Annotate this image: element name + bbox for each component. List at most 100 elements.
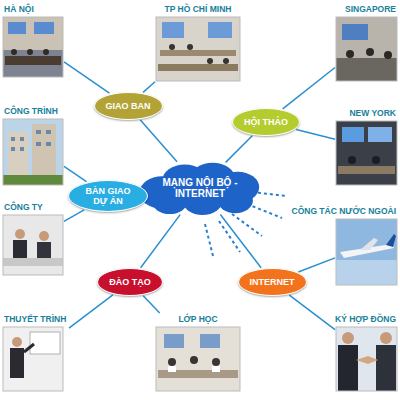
- office-photo: [37, 242, 51, 258]
- photo-panel: SINGAPORE: [336, 4, 396, 82]
- conference-hall-photo: [187, 44, 193, 50]
- presentation-photo: [30, 332, 60, 354]
- office-photo: [13, 240, 27, 258]
- airplane-photo: [336, 219, 397, 285]
- construction-photo: [11, 137, 15, 141]
- seminar-photo: [336, 58, 397, 81]
- video-conference-photo: [336, 121, 397, 185]
- construction-photo: [36, 130, 41, 134]
- photo-label: NEW YORK: [349, 108, 396, 119]
- presentation-photo: [3, 327, 63, 391]
- classroom-photo: [164, 334, 184, 348]
- airplane-photo: [360, 238, 378, 250]
- classroom-photo: [200, 334, 220, 348]
- topic-oval: HỘI THẢO: [232, 108, 300, 136]
- construction-photo: [46, 142, 51, 146]
- connector-line: [283, 67, 335, 108]
- photo-panel: CÔNG TÁC NƯỚC NGOÀI: [336, 206, 396, 286]
- network-cloud: MẠNG NỘI BỘ - INTERNET: [137, 161, 263, 215]
- handshake-photo: [336, 327, 397, 391]
- meeting-room-photo: [11, 49, 17, 55]
- conference-hall-photo: [162, 22, 184, 38]
- airplane-photo: [336, 260, 397, 285]
- connector-line: [140, 120, 177, 162]
- construction-photo: [46, 130, 51, 134]
- network-label: MẠNG NỘI BỘ - INTERNET: [155, 177, 245, 199]
- presentation-photo: [24, 344, 34, 352]
- handshake-photo: [338, 345, 358, 391]
- meeting-room-photo: [43, 49, 49, 55]
- construction-photo: [3, 175, 63, 185]
- video-conference-photo: [338, 166, 395, 174]
- office-photo: [3, 258, 63, 266]
- cloud-rays: [232, 214, 262, 236]
- handshake-photo: [356, 356, 378, 364]
- photo-label: HÀ NỘI: [4, 4, 34, 15]
- seminar-photo: [342, 24, 368, 40]
- connector-line: [143, 296, 159, 313]
- photo-panel: LỚP HỌC: [156, 314, 240, 392]
- classroom-photo: [212, 366, 220, 372]
- video-conference-photo: [348, 156, 356, 164]
- photo-label: THUYẾT TRÌNH: [4, 314, 66, 325]
- connector-line: [220, 215, 261, 268]
- topic-oval: GIAO BAN: [94, 92, 163, 120]
- topic-label: BÀN GIAO DỰ ÁN: [80, 186, 136, 206]
- seminar-photo: [384, 51, 392, 59]
- presentation-photo: [12, 337, 22, 347]
- construction-photo: [20, 147, 24, 151]
- cloud-rays: [247, 204, 282, 218]
- connector-line: [69, 295, 113, 328]
- connector-line: [64, 62, 109, 93]
- topic-oval: BÀN GIAO DỰ ÁN: [68, 180, 148, 212]
- meeting-room-photo: [5, 56, 61, 65]
- conference-hall-photo: [208, 22, 232, 38]
- cloud-rays: [205, 224, 213, 256]
- meeting-room-photo: [3, 17, 63, 77]
- handshake-photo: [336, 327, 397, 391]
- office-photo: [3, 215, 63, 275]
- photo-panel: THUYẾT TRÌNH: [4, 314, 68, 392]
- photo-label: LỚP HỌC: [178, 314, 217, 325]
- conference-hall-photo: [160, 50, 236, 56]
- seminar-photo: [366, 48, 374, 56]
- photo-panel: HÀ NỘI: [4, 4, 63, 78]
- photo-panel: NEW YORK: [336, 108, 396, 186]
- classroom-photo: [156, 327, 240, 391]
- meeting-room-photo: [3, 17, 63, 77]
- classroom-photo: [156, 327, 240, 391]
- office-photo: [15, 229, 25, 239]
- conference-hall-photo: [169, 44, 175, 50]
- photo-panel: CÔNG TY: [4, 202, 63, 276]
- seminar-photo: [336, 17, 397, 81]
- classroom-photo: [156, 327, 240, 391]
- handshake-photo: [380, 332, 392, 344]
- office-photo: [3, 215, 63, 275]
- photo-label: CÔNG TY: [4, 202, 43, 213]
- connector-line: [64, 166, 86, 181]
- video-conference-photo: [336, 121, 397, 185]
- connector-line: [141, 215, 181, 268]
- construction-photo: [32, 124, 56, 177]
- video-conference-photo: [336, 121, 397, 185]
- seminar-photo: [336, 17, 397, 81]
- seminar-photo: [346, 50, 354, 58]
- photo-label: KÝ HỢP ĐỒNG: [335, 314, 396, 325]
- construction-photo: [3, 119, 63, 185]
- conference-hall-photo: [158, 64, 238, 71]
- office-photo: [39, 231, 49, 241]
- topic-label: ĐÀO TẠO: [109, 277, 151, 287]
- presentation-photo: [3, 327, 63, 391]
- construction-photo: [3, 119, 63, 185]
- topic-oval: INTERNET: [238, 268, 307, 296]
- video-conference-photo: [368, 127, 392, 142]
- photo-panel: TP HỒ CHÍ MINH: [156, 4, 240, 82]
- conference-hall-photo: [156, 17, 240, 81]
- video-conference-photo: [342, 127, 364, 142]
- photo-label: CÔNG TRÌNH: [4, 106, 58, 117]
- handshake-photo: [336, 327, 397, 391]
- handshake-photo: [342, 332, 354, 344]
- photo-label: SINGAPORE: [345, 4, 396, 15]
- photo-label: CÔNG TÁC NƯỚC NGOÀI: [292, 206, 397, 217]
